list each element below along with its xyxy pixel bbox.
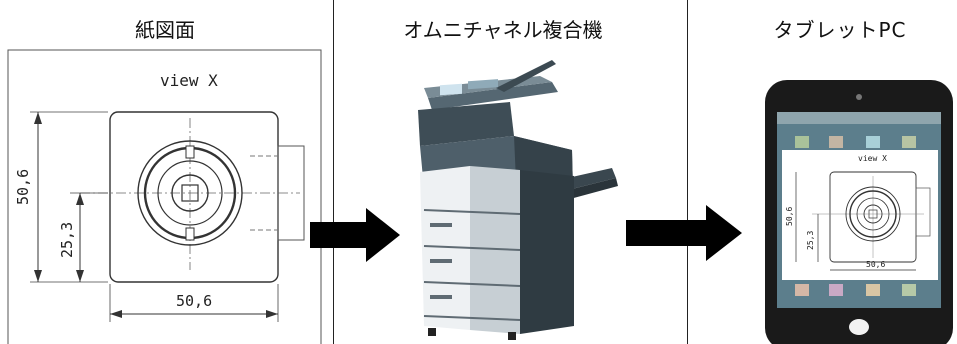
tablet-dim-half: 25,3 [806, 231, 815, 250]
paper-drawing: view X 50,6 25,3 5 [7, 49, 322, 344]
paper-panel-title: 紙図面 [135, 18, 195, 42]
arrow-right-icon [310, 208, 400, 262]
paper-dim-height: 50,6 [14, 169, 32, 205]
panel-divider-right [687, 0, 688, 344]
paper-dim-width: 50,6 [176, 292, 212, 310]
multifunction-printer-icon [418, 60, 618, 340]
tablet-dim-width: 50,6 [866, 260, 885, 269]
tablet-panel-title: タブレットPC [773, 18, 907, 42]
tablet-dim-height: 50,6 [785, 207, 794, 226]
paper-view-label: view X [160, 71, 218, 90]
paper-dim-half: 25,3 [58, 222, 76, 258]
panel-divider-left [333, 0, 334, 344]
tablet-icon: view X 50,6 25,3 50,6 [765, 80, 953, 344]
mfp-panel-title: オムニチャネル複合機 [403, 18, 603, 42]
tablet-view-label: view X [858, 154, 887, 163]
arrow-right-icon [626, 205, 742, 261]
